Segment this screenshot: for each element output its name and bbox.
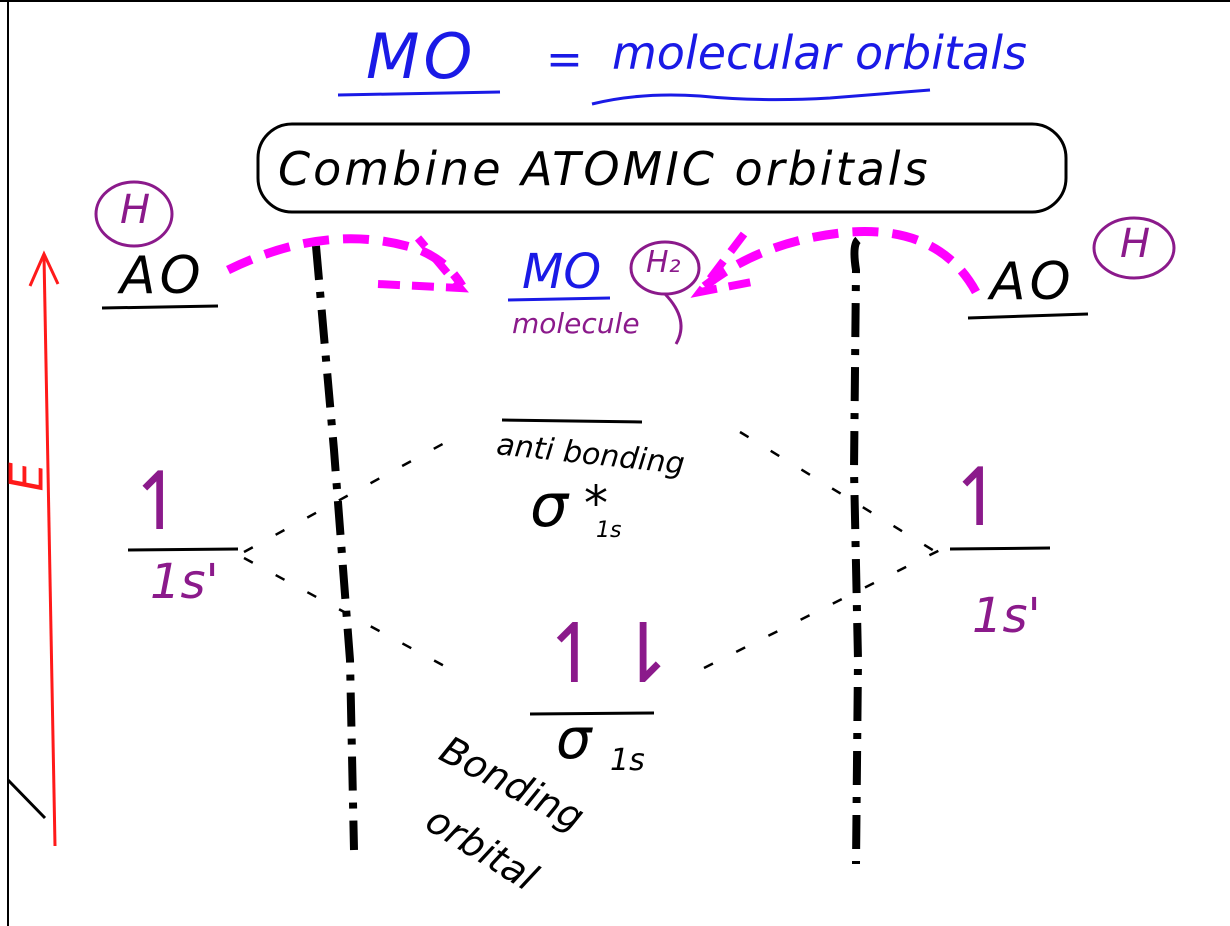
mo-underline (337, 90, 501, 97)
center-mo-label: MO (522, 244, 602, 300)
right-1s-label: 1s' (972, 588, 1041, 644)
right-h-circle (1092, 216, 1176, 280)
heading-meaning: molecular orbitals (612, 26, 1027, 80)
meaning-underline (591, 88, 931, 106)
h2-label: H₂ (646, 245, 681, 280)
heading-mo: MO (366, 20, 477, 93)
antibonding-symbol: σ (530, 471, 569, 541)
energy-axis-label: E (0, 462, 54, 492)
antibonding-subscript: 1s (596, 518, 622, 543)
left-element-label: H (120, 187, 151, 233)
right-ao-line (967, 312, 1089, 320)
antibonding-level (501, 418, 643, 424)
right-ao-label: AO (990, 252, 1075, 312)
corr-left-to-antibonding (243, 438, 451, 554)
energy-axis-arrowhead (28, 250, 60, 287)
energy-axis-line (42, 255, 57, 847)
corr-right-to-bonding (703, 548, 941, 670)
bonding-symbol: σ (556, 707, 592, 772)
left-1s-level (127, 547, 239, 552)
left-arrow-curve (226, 234, 466, 289)
center-mo-underline (507, 296, 611, 302)
left-arrow-head (377, 235, 469, 293)
bonding-level (529, 711, 655, 716)
right-1s-electron: ↿ (946, 451, 1014, 544)
left-h-circle (94, 180, 174, 248)
left-separator (312, 245, 358, 851)
left-1s-electron: ↿ (126, 455, 194, 548)
bonding-subscript: 1s (610, 743, 645, 778)
right-arrow-curve (697, 227, 980, 295)
antibonding-star: * (584, 476, 608, 532)
bonding-electrons: ↿⇂ (540, 607, 678, 702)
molecule-caption: molecule (512, 307, 640, 340)
corr-left-to-bonding (243, 556, 449, 670)
heading-equals: = (546, 34, 583, 85)
right-separator (849, 236, 863, 865)
note-box (256, 122, 1068, 214)
left-ao-label: AO (120, 246, 205, 306)
h2-circle-tail (663, 292, 683, 345)
right-arrow-head (690, 231, 763, 298)
right-element-label: H (1120, 221, 1151, 267)
left-1s-label: 1s' (150, 554, 219, 610)
right-1s-level (949, 546, 1051, 551)
note-text: Combine ATOMIC orbitals (278, 142, 931, 196)
corr-right-to-antibonding (739, 430, 937, 554)
left-ao-line (101, 304, 219, 310)
stray-mark (6, 778, 47, 820)
